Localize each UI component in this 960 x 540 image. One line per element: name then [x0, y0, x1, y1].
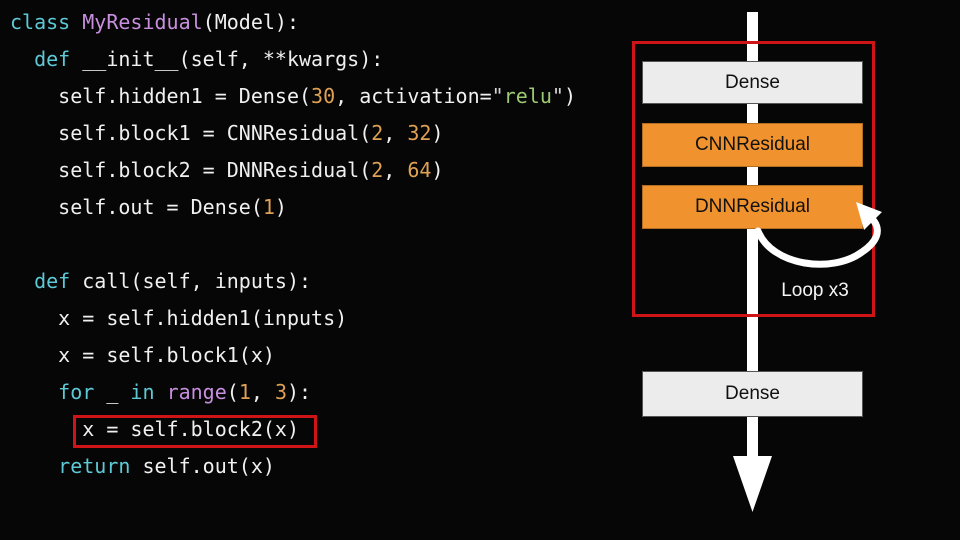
code-token: x = self.hidden1(inputs): [10, 306, 348, 330]
code-token: ,: [383, 121, 408, 145]
code-line: self.block1 = CNNResidual(2, 32): [10, 115, 576, 152]
code-token: ,: [250, 380, 275, 404]
code-token: x = self.block1(x): [10, 343, 275, 367]
code-token: ): [563, 84, 576, 108]
diagram-box-dense-bottom: Dense: [642, 371, 863, 417]
loop-arrow: [754, 202, 882, 268]
loop-arrow-head-icon: [856, 202, 882, 230]
code-token: [10, 380, 58, 404]
diagram-box-label: Dense: [725, 71, 780, 93]
arrow-head-down-icon: [733, 456, 772, 512]
diagram-box-cnnresidual: CNNResidual: [642, 123, 863, 167]
code-token: [70, 10, 82, 34]
code-line: def call(self, inputs):: [10, 263, 576, 300]
code-line: self.block2 = DNNResidual(2, 64): [10, 152, 576, 189]
code-block: class MyResidual(Model): def __init__(se…: [10, 4, 576, 485]
code-highlight-box: [73, 415, 317, 448]
code-line: class MyResidual(Model):: [10, 4, 576, 41]
code-token: [155, 380, 167, 404]
code-token: ): [274, 195, 287, 219]
code-token: 1: [262, 195, 275, 219]
code-token: def: [34, 269, 71, 293]
code-line: return self.out(x): [10, 448, 576, 485]
code-token: MyResidual: [82, 10, 203, 34]
code-line: [10, 226, 576, 263]
code-token: (Model):: [202, 10, 300, 34]
code-token: range: [166, 380, 227, 404]
code-token: _: [94, 380, 131, 404]
code-token: [10, 454, 58, 478]
code-token: [10, 47, 34, 71]
code-token: ):: [287, 380, 312, 404]
code-line: for _ in range(1, 3):: [10, 374, 576, 411]
code-token: __init__(self, **kwargs):: [70, 47, 384, 71]
code-line: self.out = Dense(1): [10, 189, 576, 226]
code-token: 2: [371, 121, 384, 145]
loop-label: Loop x3: [781, 280, 849, 301]
code-token: 1: [238, 380, 251, 404]
code-token: self.block2 = DNNResidual(: [10, 158, 372, 182]
code-token: self.out(x): [130, 454, 275, 478]
code-token: x = self.block2(x): [10, 417, 299, 441]
loop-arc: [754, 217, 881, 268]
code-line: x = self.block1(x): [10, 337, 576, 374]
code-token: ,: [383, 158, 408, 182]
code-line: self.hidden1 = Dense(30, activation="rel…: [10, 78, 576, 115]
code-token: 2: [371, 158, 384, 182]
code-token: 64: [407, 158, 432, 182]
code-token: def: [34, 47, 71, 71]
code-token: class: [10, 10, 71, 34]
code-token: ": [551, 84, 564, 108]
code-token: self.block1 = CNNResidual(: [10, 121, 372, 145]
code-line: x = self.block2(x): [10, 411, 576, 448]
code-line: def __init__(self, **kwargs):: [10, 41, 576, 78]
code-token: ): [431, 121, 444, 145]
arrow-shaft: [747, 12, 758, 462]
diagram-box-label: CNNResidual: [694, 134, 811, 155]
diagram-box-label: DNNResidual: [694, 196, 811, 217]
code-token: (: [226, 380, 239, 404]
code-token: relu: [503, 84, 552, 108]
diagram-box-dnnresidual: DNNResidual: [642, 185, 863, 229]
code-line: x = self.hidden1(inputs): [10, 300, 576, 337]
code-token: self.out = Dense(: [10, 195, 263, 219]
diagram-box-label: Dense: [725, 383, 780, 404]
diagram-box-dense-top: Dense: [642, 61, 863, 104]
code-token: [10, 269, 34, 293]
code-token: for: [58, 380, 95, 404]
code-token: self.hidden1 = Dense(: [10, 84, 312, 108]
code-token: , activation=: [335, 84, 492, 108]
code-token: ): [431, 158, 444, 182]
flow-arrow: [733, 12, 772, 512]
code-token: 32: [407, 121, 432, 145]
code-token: 30: [311, 84, 336, 108]
code-token: call(self, inputs):: [70, 269, 312, 293]
diagram-highlight-box: [632, 41, 875, 317]
code-token: 3: [274, 380, 288, 404]
code-token: return: [58, 454, 131, 478]
code-token: ": [491, 84, 504, 108]
code-token: in: [130, 380, 155, 404]
